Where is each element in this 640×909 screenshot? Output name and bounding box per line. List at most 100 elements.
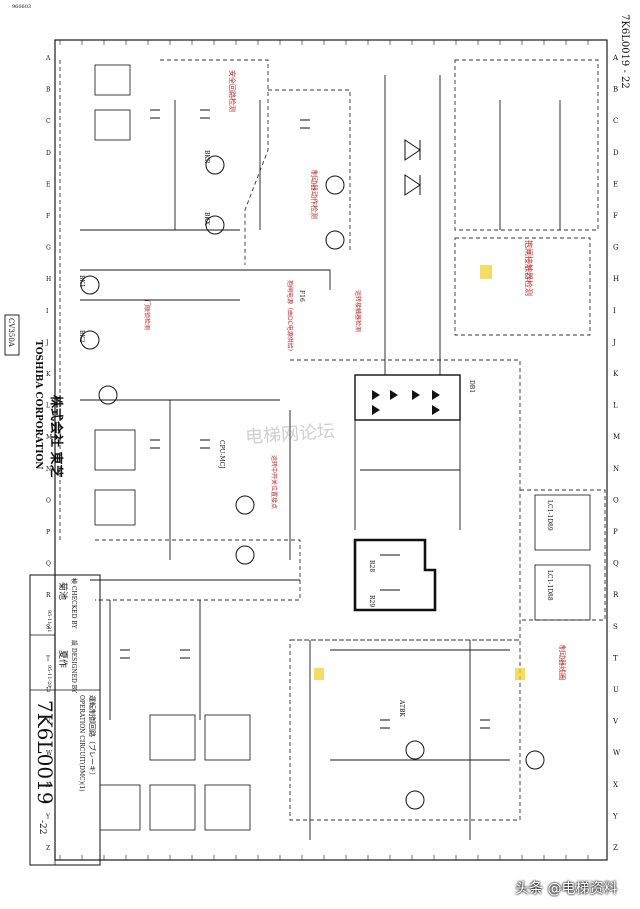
label-bk2: BK2	[78, 330, 85, 343]
border-letter: I	[613, 307, 616, 315]
border-letter: N	[613, 465, 619, 473]
border-letter: D	[613, 149, 619, 157]
border-letter: V	[612, 718, 619, 726]
border-letter: Q	[613, 560, 619, 568]
svg-text:95-11-20: 95-11-20	[46, 665, 52, 687]
border-letter: Q	[46, 561, 51, 568]
border-letter: E	[613, 180, 618, 188]
annotation-3: 制动器动作检测	[310, 170, 319, 219]
svg-text:-22: -22	[37, 820, 47, 835]
border-letter: K	[46, 371, 51, 378]
border-letter: G	[613, 244, 619, 252]
top-drawing-code: 7K6L0019 - 22	[619, 14, 630, 89]
label-r28: R28	[368, 560, 375, 572]
border-letter: B	[46, 87, 51, 94]
border-letter: T	[46, 655, 50, 662]
border-letter: U	[46, 687, 51, 694]
source-author: @电梯资料	[547, 881, 618, 897]
svg-text:運転制御回路（ブレーキ）: 運転制御回路（ブレーキ）	[88, 695, 97, 779]
border-letter: Y	[45, 813, 51, 820]
border-letter: E	[46, 181, 50, 188]
svg-text:TOSHIBA CORPORATION: TOSHIBA CORPORATION	[33, 340, 43, 470]
model-code-box: CV350A	[4, 314, 20, 356]
title-block: 検 CHECKED BY 菊池 95-11-21 設 DESIGNED BY 夏…	[29, 574, 101, 866]
rectifier-bridge	[354, 374, 461, 421]
svg-text:菊池: 菊池	[57, 582, 69, 600]
source-watermark: 头条 @电梯资料	[515, 878, 617, 898]
border-letter: C	[613, 117, 618, 125]
border-ticks-bottom	[59, 855, 589, 860]
contacts	[120, 109, 490, 729]
label-r29: R29	[368, 595, 375, 607]
label-lc1-89: LC1-1D89	[546, 500, 553, 531]
border-letter: M	[46, 434, 52, 441]
border-letter: B	[613, 86, 618, 94]
annotation-1: 抱闸接触器检测	[524, 240, 534, 296]
border-letter: S	[46, 624, 50, 631]
svg-text:検 CHECKED BY: 検 CHECKED BY	[70, 578, 78, 630]
border-letter: U	[613, 686, 619, 694]
border-letter: J	[45, 339, 49, 346]
svg-text:OPERATION CIRCUIT(DMC)(1): OPERATION CIRCUIT(DMC)(1)	[78, 695, 85, 792]
svg-text:夏作: 夏作	[57, 650, 69, 668]
label-lc1-88: LC1-1D88	[546, 570, 553, 601]
svg-text:95-11-21: 95-11-21	[46, 610, 52, 632]
border-letter: P	[613, 528, 618, 536]
label-db1: DB1	[468, 380, 475, 393]
border-letter: D	[46, 150, 51, 157]
brake-circuit-loop	[353, 538, 437, 612]
svg-text:株式会社 東芝: 株式会社 東芝	[48, 395, 64, 478]
highlight-marks	[314, 265, 525, 680]
border-letter: J	[612, 338, 616, 346]
label-bkr: BKR	[203, 150, 210, 164]
border-letter: Y	[612, 812, 618, 820]
annotations: 抱闸接触器检测 安全回路检测 制动器动作检测 门联锁检测 抱闸电源（由DC电源供…	[143, 70, 567, 680]
border-letter: S	[613, 623, 618, 631]
thyristors	[404, 139, 421, 196]
small-code: 960603	[12, 4, 31, 10]
annotation-4: 门联锁检测	[143, 300, 151, 330]
border-letter: L	[46, 403, 50, 410]
border-letter: V	[45, 719, 51, 726]
coils	[80, 155, 545, 810]
dashed-regions	[59, 59, 606, 821]
border-letter: R	[46, 592, 51, 599]
annotation-6: 运转中开关位置接点	[270, 455, 278, 509]
border-letter: W	[613, 749, 621, 757]
border-letter: T	[613, 654, 618, 662]
border-letter: X	[613, 781, 618, 789]
annotation-8: 制动器线圈	[558, 645, 567, 680]
wiring	[80, 75, 561, 840]
label-f16: F16	[298, 290, 305, 302]
border-letter: Z	[46, 845, 50, 852]
border-letter: F	[46, 213, 50, 220]
border-letter: K	[613, 370, 619, 378]
border-letter: G	[46, 245, 51, 252]
label-bk1: BK1	[78, 275, 85, 288]
border-letter: W	[46, 750, 53, 757]
label-bkx: BKX	[203, 212, 210, 226]
border-letter: O	[613, 496, 619, 504]
brake-resistors	[380, 554, 400, 591]
drawing-number: 7K6L0019	[33, 700, 57, 805]
svg-text:CV350A: CV350A	[7, 318, 15, 348]
border-letter: C	[46, 118, 51, 125]
border-letter: L	[613, 402, 618, 410]
border-letter: A	[45, 55, 51, 62]
border-letter: O	[46, 497, 51, 504]
border-letter: H	[613, 275, 619, 283]
border-letter: I	[46, 308, 49, 315]
company-mark: 株式会社 東芝 TOSHIBA CORPORATION	[33, 340, 64, 478]
border-letter: Z	[613, 844, 618, 852]
border-ticks-top	[59, 40, 589, 45]
annotation-2: 安全回路检测	[228, 70, 237, 112]
border-letter: M	[613, 433, 620, 441]
border-letter: R	[613, 591, 619, 599]
component-labels: BKR BKX BK1 BK2 R28 R29 DB1 F16 LC1-1D89…	[78, 150, 553, 717]
border-letter: N	[46, 466, 51, 473]
svg-text:設 DESIGNED BY: 設 DESIGNED BY	[70, 640, 78, 694]
border-letter: P	[46, 529, 50, 536]
